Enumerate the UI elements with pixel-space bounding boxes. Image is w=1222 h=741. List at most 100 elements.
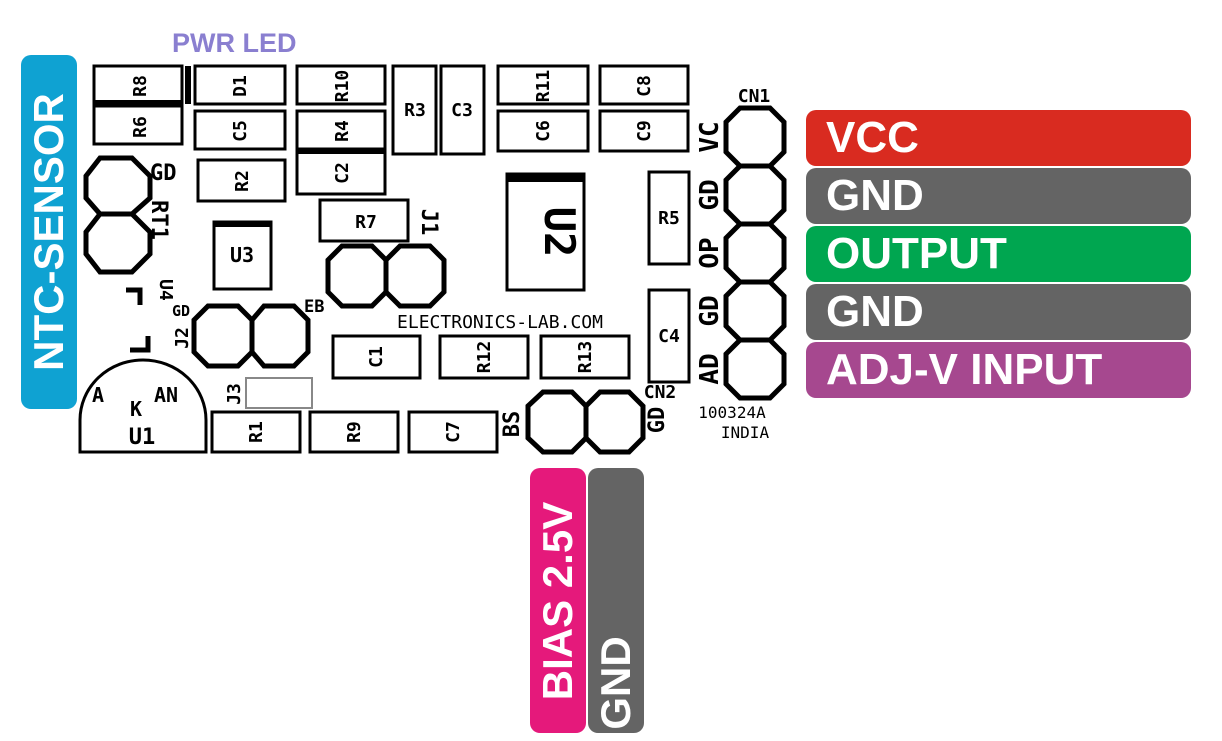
c7-box xyxy=(407,410,499,454)
r11-box xyxy=(496,64,590,106)
label-r9: R9 xyxy=(344,421,365,443)
r2-box xyxy=(196,158,287,203)
r5-box xyxy=(647,170,691,266)
label-c8: C8 xyxy=(634,75,655,97)
pin-label-adj-v-input: ADJ-V INPUT xyxy=(806,342,1191,398)
board-code: 100324A xyxy=(698,403,766,422)
j2-pad-1 xyxy=(191,303,255,369)
bottom-label-bias-text: BIAS 2.5V xyxy=(534,501,581,700)
bottom-label-bias: BIAS 2.5V xyxy=(530,468,586,733)
label-gd-rt1: GD xyxy=(150,161,177,186)
c4-box xyxy=(647,288,691,384)
r12-box xyxy=(438,334,530,380)
cn1-pin-ad: AD xyxy=(695,353,725,384)
label-r1: R1 xyxy=(246,421,267,443)
label-c9: C9 xyxy=(634,120,655,142)
pwr-led-title: PWR LED xyxy=(172,28,297,58)
cn1-pin-gd2: GD xyxy=(695,295,725,326)
cn1-pad-3 xyxy=(723,221,787,285)
label-c4: C4 xyxy=(658,326,680,347)
label-c6: C6 xyxy=(533,120,554,142)
label-u2: U2 xyxy=(535,207,584,258)
j1-pad-1 xyxy=(325,243,389,309)
pin-label-vcc: VCC xyxy=(806,110,1191,166)
j3-box xyxy=(245,377,313,409)
r10-box xyxy=(295,64,387,106)
label-r11: R11 xyxy=(533,70,554,103)
r3-box xyxy=(391,64,438,156)
pin-label-gnd-2-text: GND xyxy=(826,287,924,336)
pin-label-adj-v-input-text: ADJ-V INPUT xyxy=(826,345,1103,394)
label-anode: A xyxy=(92,383,104,407)
cn2-label: CN2 xyxy=(644,382,677,403)
cn1-pin-op: OP xyxy=(695,237,725,268)
cn2-pad-2 xyxy=(583,389,646,455)
cn1-pin-gd1: GD xyxy=(695,179,725,210)
label-r2: R2 xyxy=(232,170,253,192)
label-r6: R6 xyxy=(130,116,151,138)
website-label: ELECTRONICS-LAB.COM xyxy=(397,312,603,333)
cn1-pad-5 xyxy=(723,337,787,401)
label-r8: R8 xyxy=(130,75,151,97)
pin-label-output: OUTPUT xyxy=(806,226,1191,282)
cn1-pad-4 xyxy=(723,279,787,343)
cn1-pad-1 xyxy=(723,105,787,169)
cn2-pin-bs: BS xyxy=(500,411,525,438)
rt1-pad-1 xyxy=(83,155,153,217)
cn2-pad-1 xyxy=(525,389,589,455)
cn1-label: CN1 xyxy=(738,86,771,107)
bottom-label-gnd-text: GND xyxy=(592,635,639,730)
u4-mark-top xyxy=(126,287,143,305)
j1-pad-2 xyxy=(383,243,447,309)
label-an: AN xyxy=(154,383,178,407)
ntc-sensor-label: NTC-SENSOR xyxy=(21,55,77,409)
cn1-pad-2 xyxy=(723,163,787,227)
u1-outline xyxy=(78,358,208,454)
c6-box xyxy=(496,109,590,153)
j2-pad-2 xyxy=(249,303,311,369)
label-c7: C7 xyxy=(443,421,464,443)
label-c1: C1 xyxy=(366,346,387,368)
ntc-sensor-text: NTC-SENSOR xyxy=(25,93,72,371)
label-j1: J1 xyxy=(416,209,441,236)
u4-mark-bottom xyxy=(130,336,151,353)
label-j2: J2 xyxy=(172,327,193,349)
r9-box xyxy=(308,410,400,454)
label-gd-j2: GD xyxy=(172,302,190,320)
r1-box xyxy=(210,410,302,454)
bottom-label-gnd: GND xyxy=(588,468,644,733)
label-u3: U3 xyxy=(230,243,254,267)
label-j3: J3 xyxy=(224,383,245,405)
label-r3: R3 xyxy=(404,100,426,121)
label-u1: U1 xyxy=(129,425,156,450)
board-origin: INDIA xyxy=(721,423,770,442)
cn1-pin-vc: VC xyxy=(695,121,725,152)
c9-box xyxy=(598,109,690,153)
label-r10: R10 xyxy=(332,70,353,103)
label-c2: C2 xyxy=(332,162,353,184)
r13-box xyxy=(539,334,631,380)
label-r12: R12 xyxy=(474,341,495,374)
label-r7: R7 xyxy=(355,212,377,233)
pin-label-output-text: OUTPUT xyxy=(826,229,1007,278)
label-r13: R13 xyxy=(575,341,596,374)
pin-label-gnd-1: GND xyxy=(806,168,1191,224)
label-r5: R5 xyxy=(658,208,680,229)
cn2-pin-gd: GD xyxy=(645,407,670,434)
r7-box xyxy=(318,198,410,243)
label-kathode: K xyxy=(130,397,142,421)
label-r4: R4 xyxy=(332,120,353,142)
label-eb: EB xyxy=(304,297,324,317)
label-rt1: RT1 xyxy=(146,200,171,240)
label-c5: C5 xyxy=(230,120,251,142)
label-u4: U4 xyxy=(155,279,176,301)
label-d1: D1 xyxy=(230,75,251,97)
d1-box xyxy=(193,64,287,106)
label-c3: C3 xyxy=(451,100,473,121)
c3-box xyxy=(439,64,486,156)
pin-label-gnd-1-text: GND xyxy=(826,171,924,220)
c5-box xyxy=(193,109,287,151)
c1-box xyxy=(331,334,422,380)
c8-box xyxy=(598,64,690,106)
